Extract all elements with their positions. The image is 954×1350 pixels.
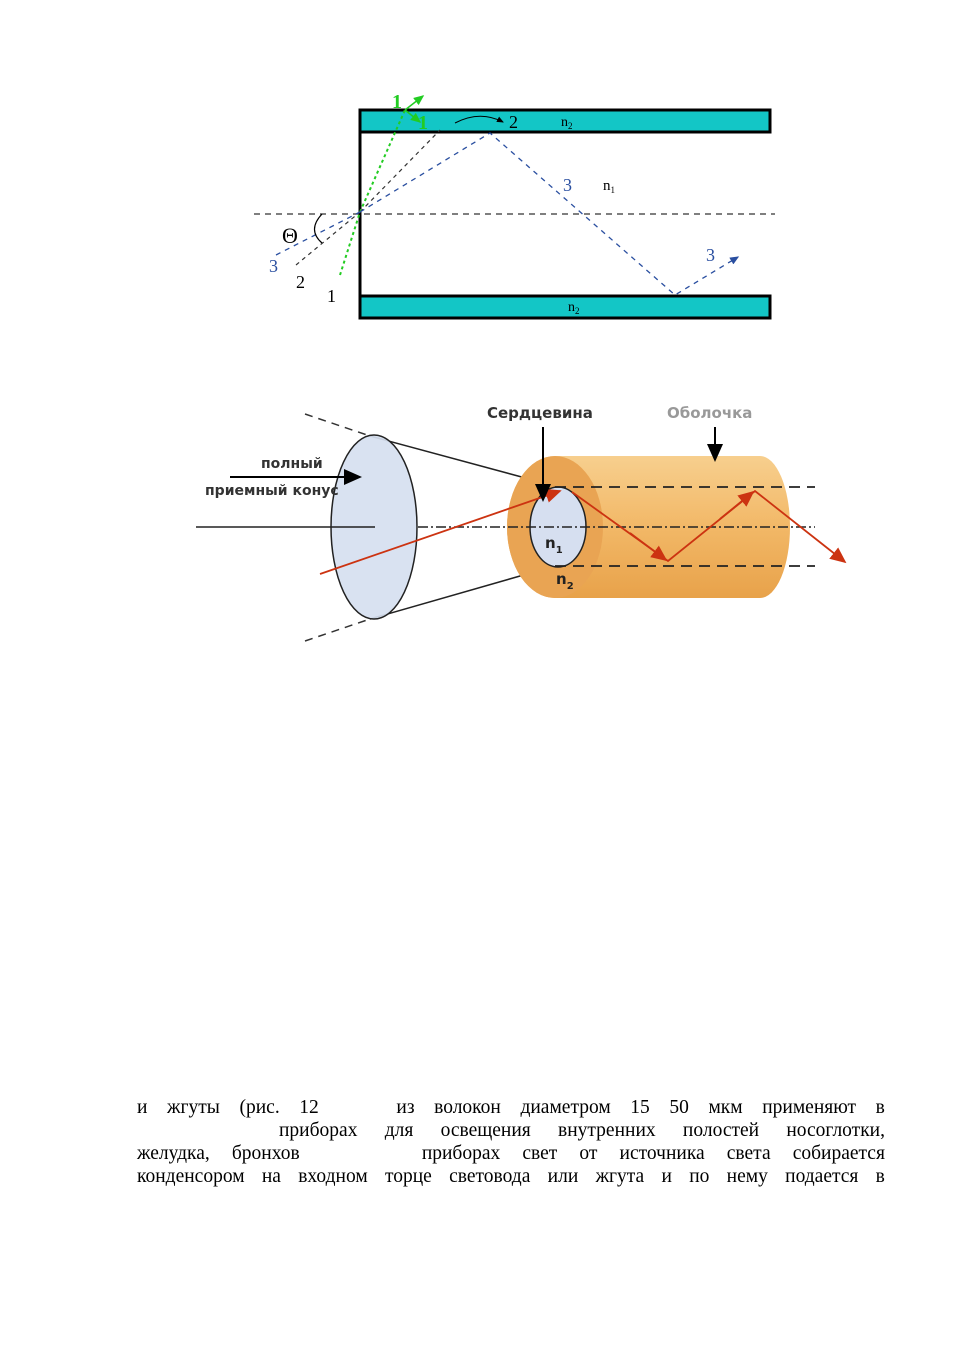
word: от [579, 1143, 598, 1164]
word: желудка, [137, 1143, 210, 1164]
word: освещения [440, 1120, 531, 1141]
word: или [547, 1166, 579, 1187]
ray-1-refracted [359, 109, 406, 213]
word: 15 [630, 1097, 650, 1118]
word: световода [449, 1166, 531, 1187]
word: 12 [299, 1097, 319, 1118]
ray-1-back [404, 109, 422, 123]
label-ray2-reflected: 2 [509, 112, 518, 132]
theta-arc [313, 213, 323, 244]
label-cone-line2: приемный конус [205, 483, 339, 499]
word: на [261, 1166, 281, 1187]
ray-incident [319, 488, 562, 575]
text-line-1: и жгуты (рис. 12 из волокон диаметром 15… [137, 1096, 885, 1119]
word: носоглотки, [786, 1120, 885, 1141]
word: источника [619, 1143, 705, 1164]
word: внутренних [558, 1120, 656, 1141]
cone-ext-top [304, 413, 371, 437]
word: в [875, 1097, 885, 1118]
ray-2-surface [454, 115, 504, 124]
word: по [689, 1166, 710, 1187]
acceptance-cone-diagram: Сердцевина Оболочка полный приемный кону… [196, 404, 847, 642]
word: подается [785, 1166, 859, 1187]
ray-zigzag [571, 489, 847, 564]
label-ray3-in: 3 [269, 256, 278, 276]
word: 50 [669, 1097, 689, 1118]
ray-2-refracted [359, 129, 441, 213]
label-ray3-mid: 3 [563, 175, 572, 195]
word: из [396, 1097, 415, 1118]
label-ray1-reflected: 1 [418, 112, 428, 134]
text-line-2: приборах для освещения внутренних полост… [137, 1119, 885, 1142]
word: приборах [421, 1143, 501, 1164]
word: применяют [762, 1097, 857, 1118]
word: нему [726, 1166, 768, 1187]
word: (рис. [239, 1097, 280, 1118]
body-paragraph: и жгуты (рис. 12 из волокон диаметром 15… [137, 1096, 885, 1188]
ray-mid-arrow-2 [719, 490, 755, 520]
text-line-3: желудка, бронхов приборах свет от источн… [137, 1142, 885, 1165]
word: в [875, 1166, 885, 1187]
cone-ext-bottom [304, 618, 371, 642]
label-ray1-refracted: 1 [392, 91, 402, 113]
word: свет [522, 1143, 558, 1164]
label-n2-bottom: n2 [568, 300, 580, 316]
ray-3-path [359, 132, 740, 296]
word: входном [298, 1166, 368, 1187]
word: и [137, 1097, 148, 1118]
label-theta: Θ [282, 223, 298, 248]
ray-1-incident [339, 211, 361, 276]
text-line-4: конденсором на входном торце световода и… [137, 1165, 885, 1188]
ray-2-incident [295, 211, 361, 266]
word: полостей [682, 1120, 760, 1141]
word: жгута [595, 1166, 645, 1187]
cladding-bottom [358, 294, 772, 320]
word: бронхов [231, 1143, 300, 1164]
label-n2-top: n2 [561, 115, 573, 131]
word: жгуты [167, 1097, 220, 1118]
word: света [726, 1143, 771, 1164]
label-cone-line1: полный [261, 456, 323, 472]
label-ray2-in: 2 [296, 272, 305, 292]
ray-1-out [404, 95, 425, 111]
label-ray1-in: 1 [327, 286, 336, 306]
word: для [384, 1120, 414, 1141]
word: и [661, 1166, 672, 1187]
word: мкм [708, 1097, 743, 1118]
word: собирается [792, 1143, 885, 1164]
word: приборах [279, 1120, 358, 1141]
label-ray3-exit: 3 [706, 245, 715, 265]
fiber-ray-diagram: 1 1 2 n2 3 n1 3 Θ 3 2 1 n2 [254, 91, 775, 320]
word: диаметром [520, 1097, 611, 1118]
label-core: Сердцевина [487, 404, 593, 422]
word: конденсором [137, 1166, 245, 1187]
word: волокон [434, 1097, 501, 1118]
label-n1: n1 [603, 178, 615, 195]
ray-mid-arrow [629, 532, 668, 562]
word: торце [384, 1166, 432, 1187]
label-cladding: Оболочка [667, 404, 752, 422]
